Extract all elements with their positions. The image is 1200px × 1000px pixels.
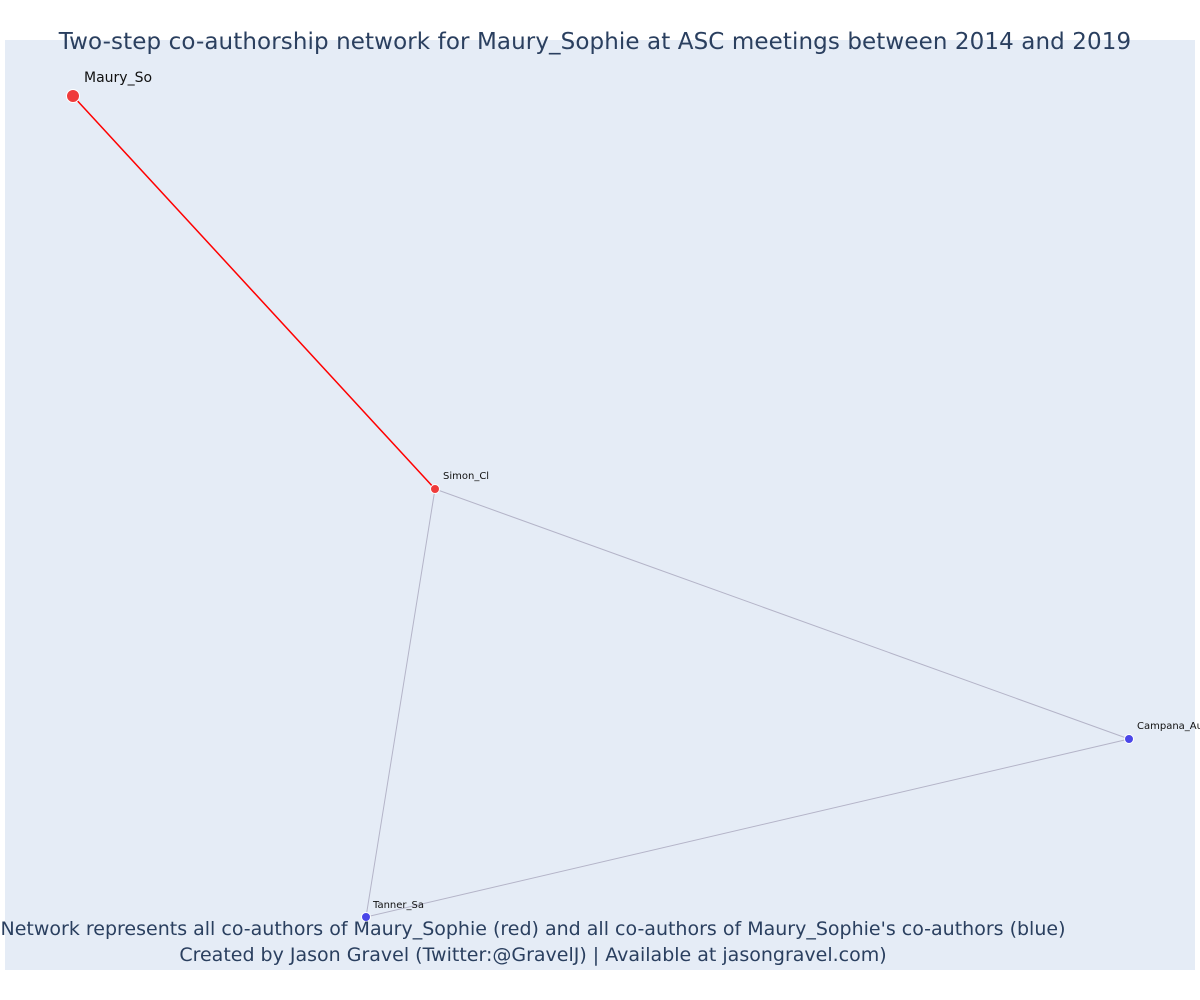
node-label-Campana_Au: Campana_Au xyxy=(1137,721,1200,732)
chart-title: Two-step co-authorship network for Maury… xyxy=(58,29,1132,55)
node-Tanner_Sa[interactable] xyxy=(361,912,371,922)
node-Maury_So[interactable] xyxy=(66,89,80,103)
edge-Maury_So-Simon_Cl xyxy=(72,95,436,490)
edge-Simon_Cl-Tanner_Sa xyxy=(365,488,436,918)
edges-layer xyxy=(72,95,1130,918)
nodes-layer xyxy=(66,89,1134,922)
edge-Simon_Cl-Campana_Au xyxy=(434,488,1130,740)
node-label-Maury_So: Maury_So xyxy=(84,70,152,86)
footer-credit: Created by Jason Gravel (Twitter:@Gravel… xyxy=(179,944,887,966)
node-Simon_Cl[interactable] xyxy=(430,484,440,494)
node-label-Tanner_Sa: Tanner_Sa xyxy=(372,900,424,911)
footer-caption: Network represents all co-authors of Mau… xyxy=(0,918,1066,940)
edge-Tanner_Sa-Campana_Au xyxy=(365,738,1130,918)
node-label-Simon_Cl: Simon_Cl xyxy=(443,471,489,482)
node-Campana_Au[interactable] xyxy=(1124,734,1134,744)
plot-area xyxy=(5,40,1195,970)
